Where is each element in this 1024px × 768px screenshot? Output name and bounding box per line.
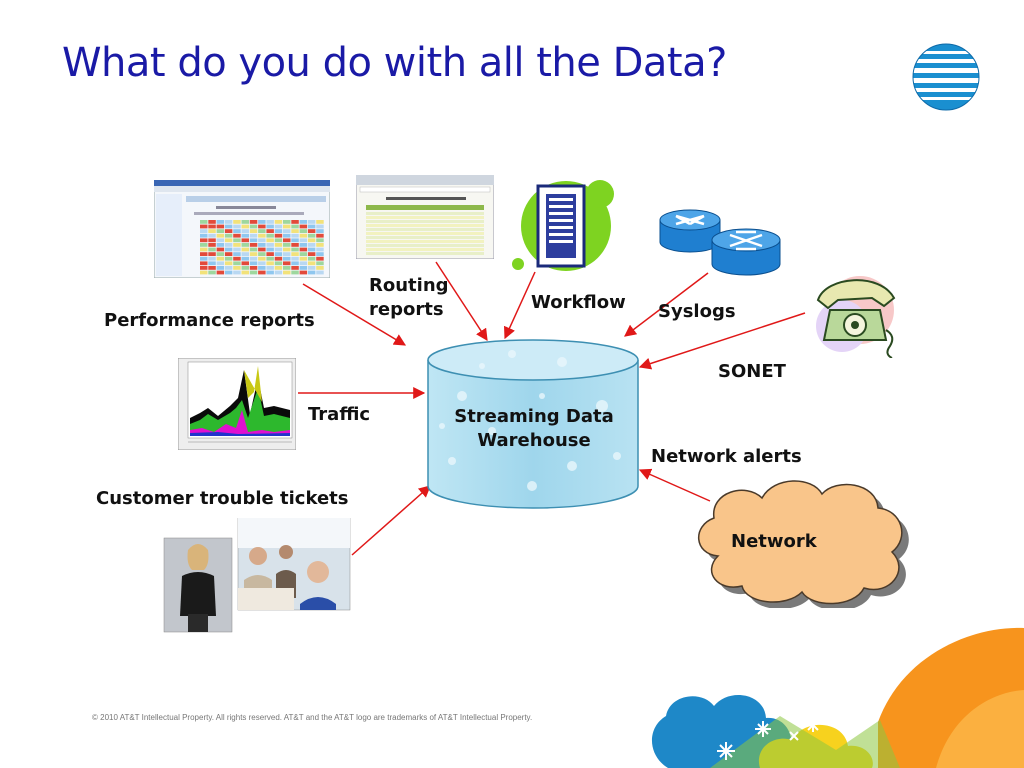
warehouse-label-line2: Warehouse	[477, 430, 591, 452]
label-syslogs: Syslogs	[658, 301, 736, 322]
arrow-syslogs	[624, 272, 709, 337]
performance-report-screenshot	[154, 180, 330, 278]
router-icon	[659, 209, 781, 276]
traffic-chart-thumbnail	[178, 358, 296, 450]
slide-title: What do you do with all the Data?	[62, 40, 727, 86]
label-network: Network	[731, 531, 817, 552]
arrow-routing	[435, 261, 488, 342]
label-routing-line1: Routing	[369, 275, 449, 296]
att-globe-icon	[912, 43, 980, 111]
streaming-data-warehouse-cylinder	[427, 339, 639, 509]
decorative-corner-graphic	[651, 627, 1024, 768]
label-customer-trouble-tickets: Customer trouble tickets	[96, 488, 349, 509]
call-center-photo	[163, 518, 351, 633]
telephone-icon	[816, 276, 896, 358]
label-network-alerts: Network alerts	[651, 446, 802, 467]
server-icon	[512, 180, 614, 271]
cloud-icon	[697, 480, 909, 608]
routing-report-screenshot	[356, 175, 494, 259]
arrow-performance	[302, 283, 407, 346]
label-sonet: SONET	[718, 361, 786, 382]
arrow-sonet	[638, 312, 806, 370]
warehouse-label-line1: Streaming Data	[454, 406, 614, 427]
label-routing-line2: reports	[369, 299, 444, 321]
label-routing-reports: Routing reports	[369, 274, 449, 323]
label-workflow: Workflow	[531, 292, 626, 313]
warehouse-label: Streaming Data Warehouse	[444, 405, 624, 454]
label-traffic: Traffic	[308, 404, 371, 425]
label-performance-reports: Performance reports	[104, 310, 315, 331]
copyright-footer: © 2010 AT&T Intellectual Property. All r…	[92, 713, 533, 722]
arrow-tickets	[351, 485, 431, 556]
arrow-network	[638, 468, 711, 502]
arrow-workflow	[504, 271, 536, 340]
